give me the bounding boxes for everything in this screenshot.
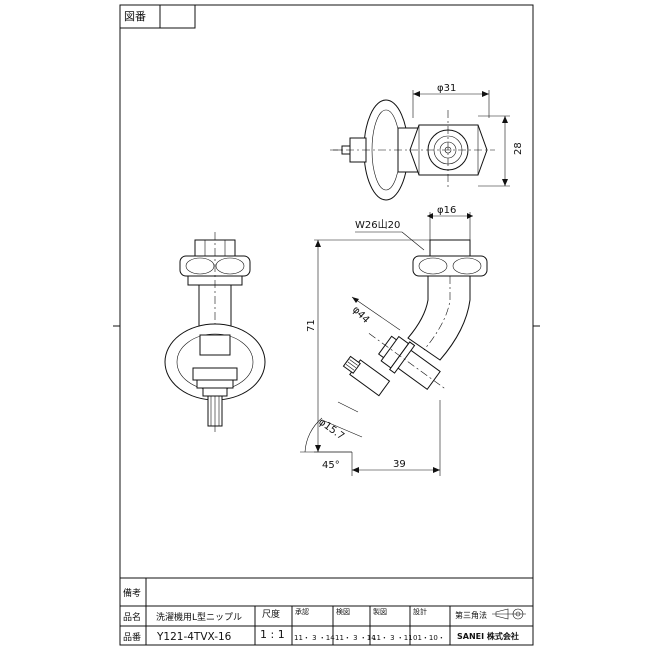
drawing-number-box <box>119 4 196 29</box>
drawn-date: 11・ 3 ・11 <box>372 634 413 642</box>
side-dim-offset: 39 <box>393 459 406 470</box>
approved-date: 11・ 3 ・14 <box>294 634 335 642</box>
side-dim-diameter-tip: φ15.7 <box>316 417 346 443</box>
approved-label: 承認 <box>295 607 309 616</box>
side-dim-top-diameter: φ16 <box>437 205 456 216</box>
side-thread-label: W26山20 <box>355 219 400 231</box>
side-view: W26山20 φ16 71 φ44 <box>300 205 488 476</box>
drawn-label: 製図 <box>373 607 387 616</box>
side-dim-angle: 45° <box>322 460 340 471</box>
front-view <box>164 232 266 432</box>
title-block: 備考 品名 洗濯機用L型ニップル 品番 Y121-4TVX-16 尺度 1 : … <box>120 577 533 645</box>
name-value: 洗濯機用L型ニップル <box>156 611 242 623</box>
remarks-label: 備考 <box>123 587 141 599</box>
part-no-label: 品番 <box>123 631 141 643</box>
top-dim-height: 28 <box>513 142 524 155</box>
scale-label: 尺度 <box>262 608 280 620</box>
third-angle-projection-icon <box>492 608 526 620</box>
designed-date: 01・10・ <box>413 634 445 642</box>
side-dim-height: 71 <box>306 319 317 332</box>
part-no-value: Y121-4TVX-16 <box>156 631 232 643</box>
checked-label: 検図 <box>336 607 350 616</box>
scale-value: 1 : 1 <box>260 628 285 641</box>
drawing-number-label: 図番 <box>124 10 146 23</box>
top-view: φ31 28 <box>330 83 524 201</box>
designed-label: 設計 <box>413 607 427 616</box>
company-name: SANEI 株式会社 <box>457 631 519 641</box>
projection-label: 第三角法 <box>455 610 487 620</box>
name-label: 品名 <box>123 611 141 623</box>
side-dim-diameter-mid: φ44 <box>350 304 371 325</box>
checked-date: 11・ 3 ・14 <box>335 634 376 642</box>
top-dim-diameter: φ31 <box>437 83 456 94</box>
sheet-border <box>119 4 534 646</box>
